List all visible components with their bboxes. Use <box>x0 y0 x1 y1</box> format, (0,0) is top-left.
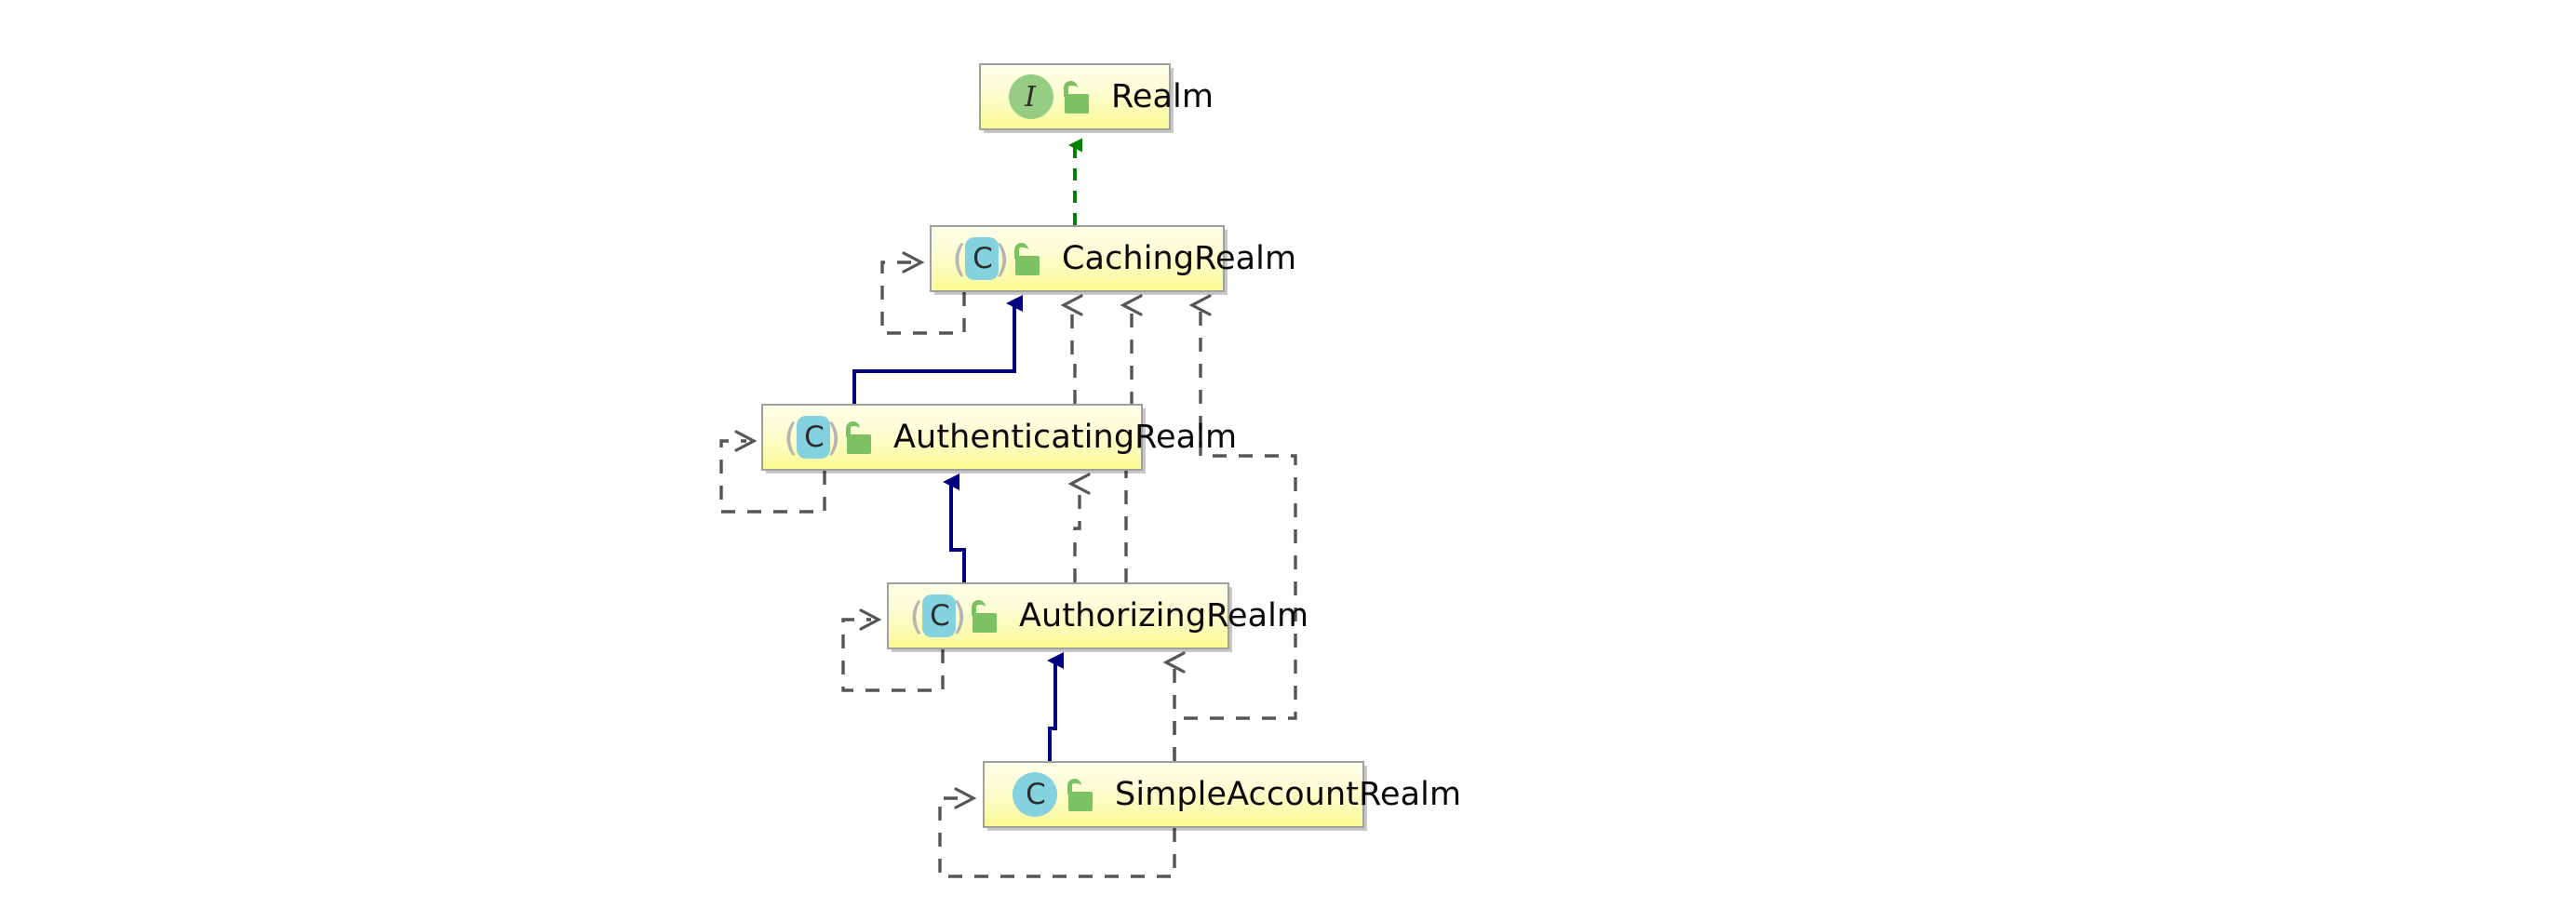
abstract-class-badge-icon: ( ) C <box>909 594 967 638</box>
class-node-simple-account-realm[interactable]: C SimpleAccountRealm <box>983 761 1461 828</box>
edge-dependency-simpleaccountrealm-to-cachingrealm <box>1173 305 1297 761</box>
edge-inheritance-authenticatingrealm-to-cachingrealm <box>852 295 1023 404</box>
open-lock-icon <box>1059 79 1091 114</box>
class-node-label: AuthenticatingRealm <box>893 419 1238 456</box>
edge-dependency-authorizingrealm-to-cachingrealm <box>1126 305 1132 582</box>
edge-self-dependency-authenticatingrealm <box>719 430 826 514</box>
abstract-class-badge-icon: ( ) C <box>784 416 841 460</box>
edge-self-dependency-simpleaccountrealm <box>938 787 1176 878</box>
edge-dependency-authorizingrealm-to-authenticatingrealm <box>1075 484 1080 582</box>
class-node-label: Realm <box>1111 78 1214 115</box>
open-lock-icon <box>1063 777 1094 812</box>
edge-inheritance-simpleaccountrealm-to-authorizingrealm <box>1047 652 1064 761</box>
class-node-label: CachingRealm <box>1062 240 1297 277</box>
open-lock-icon <box>1010 241 1041 276</box>
interface-badge-icon: I <box>1001 72 1053 122</box>
class-node-label: SimpleAccountRealm <box>1115 776 1462 813</box>
class-node-caching-realm[interactable]: ( ) C CachingRealm <box>930 225 1296 292</box>
class-badge-icon: C <box>1005 769 1057 820</box>
class-node-authenticating-realm[interactable]: ( ) C AuthenticatingRealm <box>761 404 1237 471</box>
edge-dependency-authenticatingrealm-to-cachingrealm <box>1072 305 1075 404</box>
open-lock-icon <box>967 598 999 634</box>
edge-self-dependency-authorizingrealm <box>841 608 945 692</box>
class-node-realm[interactable]: I Realm <box>979 63 1214 130</box>
edge-inheritance-authorizingrealm-to-authenticatingrealm <box>943 474 966 582</box>
open-lock-icon <box>841 420 873 455</box>
abstract-class-badge-icon: ( ) C <box>952 237 1010 281</box>
edge-self-dependency-cachingrealm <box>880 251 966 335</box>
class-node-label: AuthorizingRealm <box>1019 597 1309 634</box>
class-node-authorizing-realm[interactable]: ( ) C AuthorizingRealm <box>887 582 1308 649</box>
